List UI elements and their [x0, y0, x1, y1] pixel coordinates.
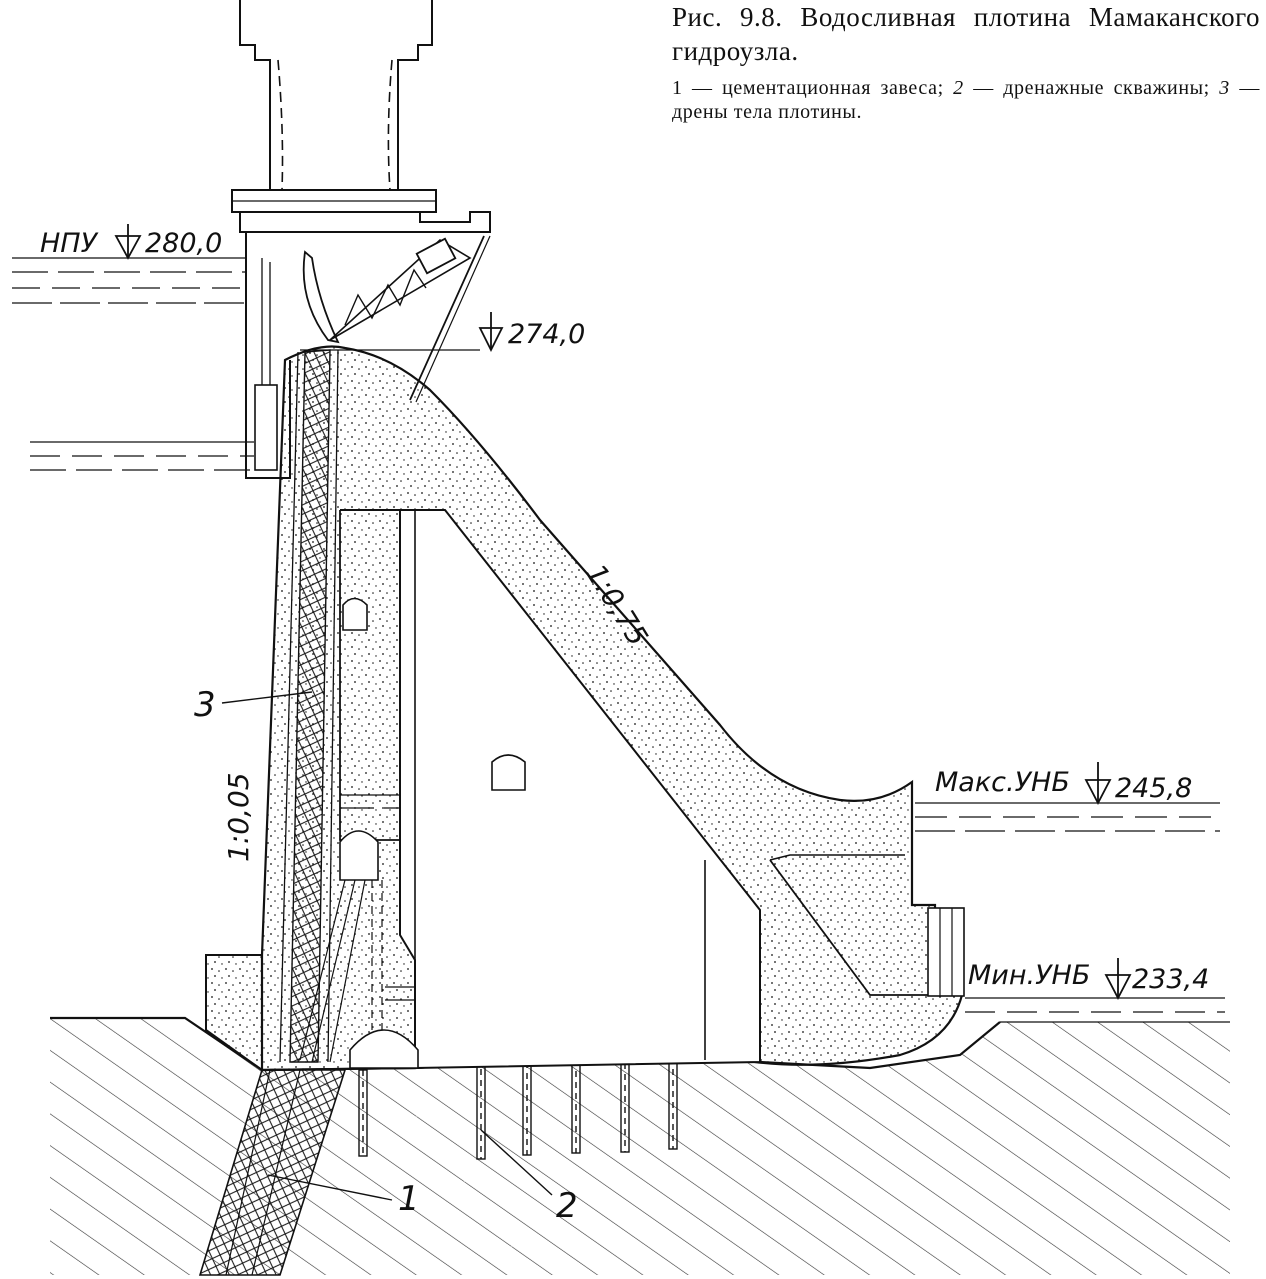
- legend-num-3: 3: [1219, 77, 1230, 99]
- figure-caption: Рис. 9.8. Водосливная плотина Мамаканско…: [672, 0, 1260, 124]
- callout-3: 3: [194, 685, 216, 725]
- legend-num-2: 2: [953, 77, 964, 99]
- callout-2: 2: [556, 1186, 578, 1226]
- gallery: [491, 754, 526, 791]
- gallery: [339, 830, 379, 881]
- level-mark-max-unb: Макс.УНБ 245,8: [935, 762, 1192, 805]
- headwater: [12, 257, 254, 471]
- npu-value: 280,0: [145, 228, 222, 259]
- callout-body-drains: 3: [194, 685, 313, 725]
- level-mark-crest: 274,0: [478, 312, 585, 353]
- callout-grout-curtain: 1: [267, 1174, 420, 1219]
- legend-text-1: цементационная завеса;: [722, 77, 944, 99]
- min-unb-label: Мин.УНБ: [968, 960, 1090, 991]
- callout-1: 1: [398, 1179, 420, 1219]
- upstream-slope-label: 1:0,05: [222, 772, 255, 862]
- gallery: [342, 597, 368, 631]
- figure-legend: 1 — цементационная завеса; 2 — дренажные…: [672, 76, 1260, 124]
- legend-dash: —: [1239, 77, 1260, 99]
- callout-drainage-wells: 2: [480, 1129, 578, 1226]
- max-unb-value: 245,8: [1115, 773, 1192, 804]
- level-mark-npu: НПУ 280,0: [40, 224, 222, 260]
- figure-title: Рис. 9.8. Водосливная плотина Мамаканско…: [672, 2, 1260, 66]
- superstructure: [231, 0, 491, 479]
- legend-num-1: 1: [672, 77, 683, 99]
- dam-body: [205, 345, 965, 1072]
- legend-dash: —: [973, 77, 994, 99]
- drainage-well: [358, 1069, 368, 1157]
- npu-label: НПУ: [40, 228, 99, 259]
- crest-value: 274,0: [508, 319, 585, 350]
- legend-text-2: дренажные скважины;: [1003, 77, 1210, 99]
- gallery: [349, 1029, 419, 1069]
- level-mark-min-unb: Мин.УНБ 233,4: [968, 958, 1209, 1000]
- legend-dash: —: [692, 77, 713, 99]
- min-unb-value: 233,4: [1132, 964, 1209, 995]
- legend-text-3: дрены тела плотины.: [672, 101, 863, 123]
- max-unb-label: Макс.УНБ: [935, 767, 1070, 798]
